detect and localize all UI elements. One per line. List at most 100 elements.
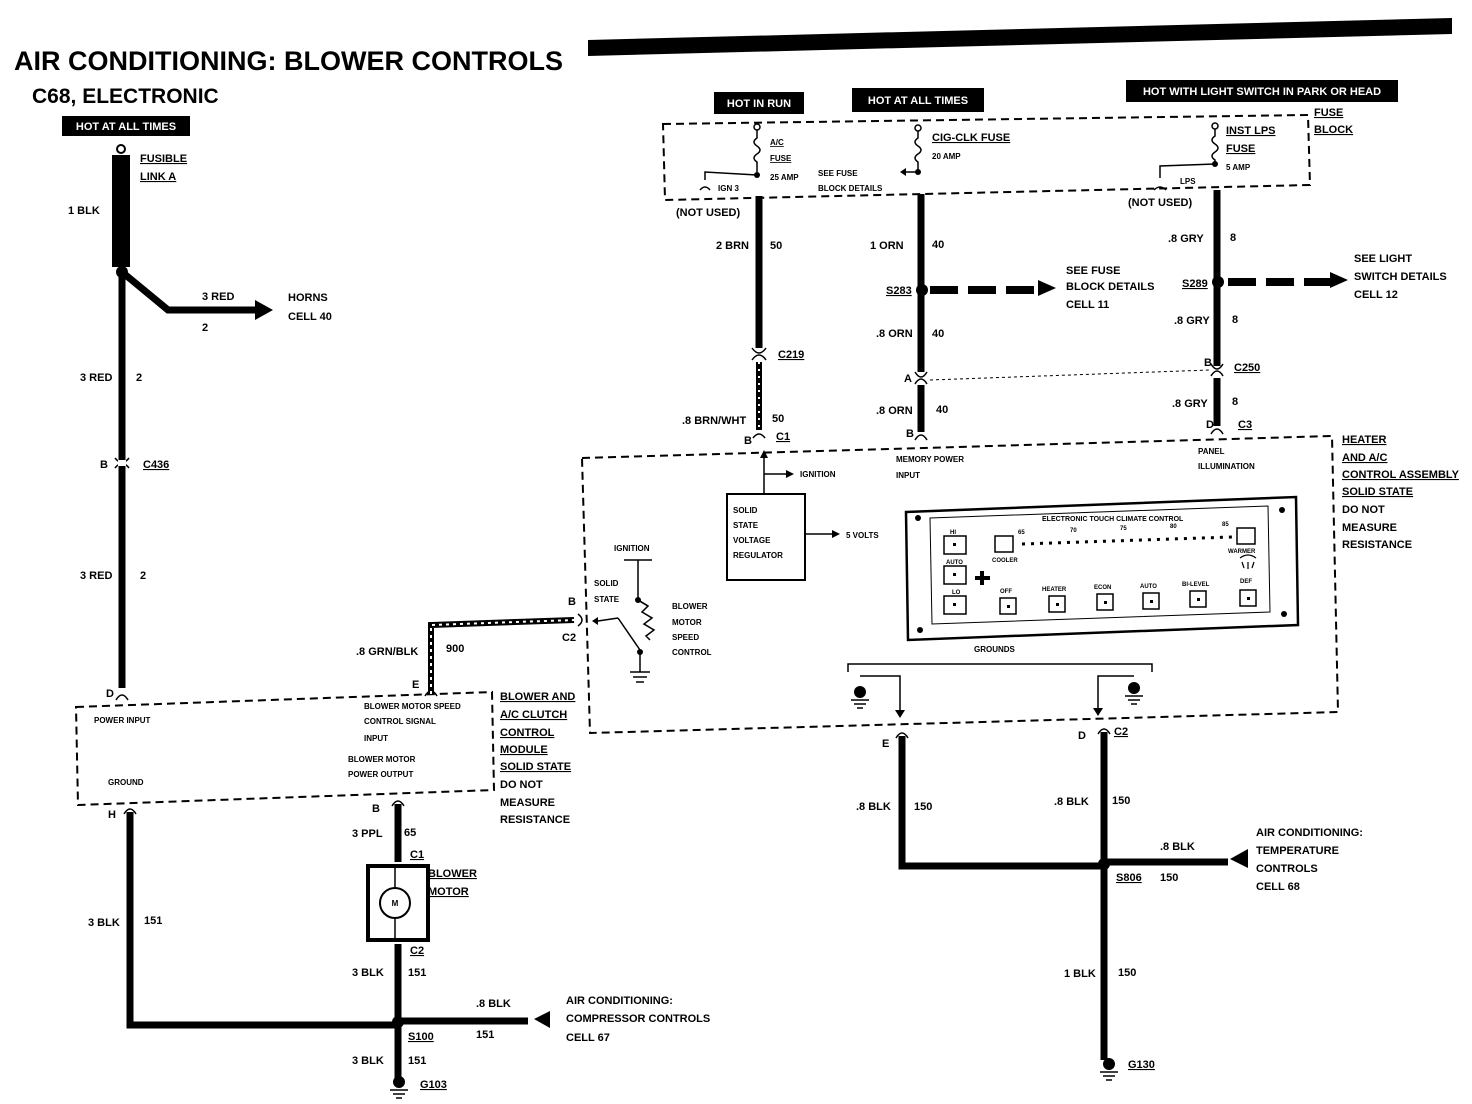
light-switch-ref-3: CELL 12 [1354, 289, 1398, 301]
wire-label: .8 BRN/WHT [682, 415, 746, 427]
page-title: AIR CONDITIONING: BLOWER CONTROLS [14, 46, 563, 76]
ignition-label-2: IGNITION [614, 544, 650, 553]
ignition-arrow [786, 470, 794, 478]
grounds-bracket [847, 663, 1153, 672]
def-button[interactable] [1239, 589, 1257, 607]
circuit-number: 151 [408, 1055, 426, 1067]
connector-link-c250 [929, 369, 1211, 381]
hi-label: HI [950, 530, 956, 536]
circuit-number: 150 [1118, 967, 1136, 979]
heater-assembly-name: HEATER [1342, 434, 1386, 446]
module-solid-state-4: RESISTANCE [500, 814, 570, 826]
temp-controls-ref-2: TEMPERATURE [1256, 845, 1339, 857]
circuit-number: 151 [144, 915, 162, 927]
speed-control-label-2: MOTOR [672, 618, 702, 627]
ground-g103 [390, 1076, 408, 1099]
connector-label: C2 [562, 632, 576, 644]
heater-button[interactable] [1048, 595, 1066, 613]
ground-link-left [860, 675, 901, 714]
pin-label: D [1078, 730, 1086, 742]
blower-motor-label: BLOWER [428, 868, 477, 880]
pin-b-connector [914, 434, 928, 441]
heater-solid-state: SOLID STATE [1342, 486, 1413, 498]
wire-8-blk-e [898, 736, 1104, 870]
regulator-label-3: VOLTAGE [733, 536, 771, 545]
fuse-block-label: FUSE [1314, 107, 1343, 119]
circuit-number: 151 [408, 967, 426, 979]
lo-button[interactable] [943, 595, 967, 615]
temp-75: 75 [1120, 526, 1127, 532]
cig-clk-fuse-label: CIG-CLK FUSE [932, 132, 1010, 144]
blower-motor-label-2: MOTOR [428, 886, 469, 898]
wire-label: 1 BLK [68, 205, 100, 217]
bilevel-button[interactable] [1189, 590, 1207, 608]
module-power-output-2: POWER OUTPUT [348, 770, 413, 779]
five-volts-label: 5 VOLTS [846, 531, 879, 540]
splice-label: S289 [1182, 278, 1208, 290]
econ-button[interactable] [1096, 593, 1114, 611]
off-label: OFF [1000, 589, 1012, 595]
circuit-number: 900 [446, 643, 464, 655]
warmer-label: WARMER [1228, 549, 1256, 555]
panel-header: ELECTRONIC TOUCH CLIMATE CONTROL [1042, 516, 1184, 523]
wire-grn-blk-stripe [430, 619, 575, 694]
module-solid-state: SOLID STATE [500, 761, 571, 773]
wiper [617, 599, 649, 651]
svg-text:HOT WITH LIGHT SWITCH IN PARK: HOT WITH LIGHT SWITCH IN PARK OR HEAD [1143, 86, 1381, 98]
module-power-input: POWER INPUT [94, 716, 151, 725]
wire-label: 3 RED [202, 291, 234, 303]
pin-label: E [882, 738, 889, 750]
wire-label: .8 BLK [1054, 796, 1089, 808]
defrost-icon [1239, 554, 1257, 569]
pin-label: B [744, 435, 752, 447]
connector-label: C1 [776, 431, 790, 443]
speed-control-resistor [637, 599, 656, 641]
circuit-number: 150 [1160, 872, 1178, 884]
temp-65: 65 [1018, 530, 1025, 536]
module-solid-state-3: MEASURE [500, 797, 555, 809]
connector-c250 [1210, 363, 1224, 377]
auto-fan-button[interactable] [943, 565, 967, 585]
ign3-connector [699, 186, 711, 191]
cooler-button[interactable] [994, 535, 1014, 553]
fan-icon [975, 571, 990, 585]
pin-e-gnd-connector [895, 732, 909, 739]
circuit-number: 8 [1230, 232, 1236, 244]
see-fuse-arrow [900, 168, 906, 176]
heater-solid-state-3: MEASURE [1342, 522, 1397, 534]
pin-d-c3-connector [1210, 428, 1224, 435]
def-label: DEF [1240, 579, 1252, 585]
wire-3-blk-ground [126, 812, 398, 1029]
warmer-button[interactable] [1236, 527, 1256, 545]
circuit-number: 50 [772, 413, 784, 425]
ac-fuse-label: A/C [770, 138, 784, 147]
connector-label: C436 [143, 459, 169, 471]
wire-label: .8 BLK [476, 998, 511, 1010]
splice-s289 [1212, 276, 1224, 288]
wire-label: .8 GRY [1172, 398, 1208, 410]
ground-label: G130 [1128, 1059, 1155, 1071]
module-name: BLOWER AND [500, 691, 575, 703]
temp-70: 70 [1070, 528, 1077, 534]
lps-label: LPS [1180, 177, 1196, 186]
econ-label: ECON [1094, 585, 1111, 591]
hot-light-switch-label: HOT WITH LIGHT SWITCH IN PARK OR HEAD [1126, 80, 1398, 102]
pin-label: D [1206, 419, 1214, 431]
hi-button[interactable] [943, 535, 967, 555]
not-used-label: (NOT USED) [1128, 197, 1193, 209]
wire-label: 2 BRN [716, 240, 749, 252]
regulator-label: SOLID [733, 506, 758, 515]
svg-text:FUSIBLE: FUSIBLE [140, 153, 187, 165]
speed-solid-state-2: STATE [594, 595, 620, 604]
horns-ref: HORNS [288, 292, 328, 304]
hot-at-all-times-label: HOT AT ALL TIMES [852, 88, 984, 112]
auto-mode-button[interactable] [1142, 592, 1160, 610]
heater-assembly-name-2: AND A/C [1342, 452, 1387, 464]
svg-text:HOT AT ALL TIMES: HOT AT ALL TIMES [76, 121, 176, 133]
ignition-label: IGNITION [800, 470, 836, 479]
circuit-number: 65 [404, 827, 416, 839]
pin-h-connector [123, 808, 137, 815]
memory-power-label-2: INPUT [896, 471, 920, 480]
fuse-block-ref-3: CELL 11 [1066, 299, 1109, 311]
off-button[interactable] [999, 597, 1017, 615]
